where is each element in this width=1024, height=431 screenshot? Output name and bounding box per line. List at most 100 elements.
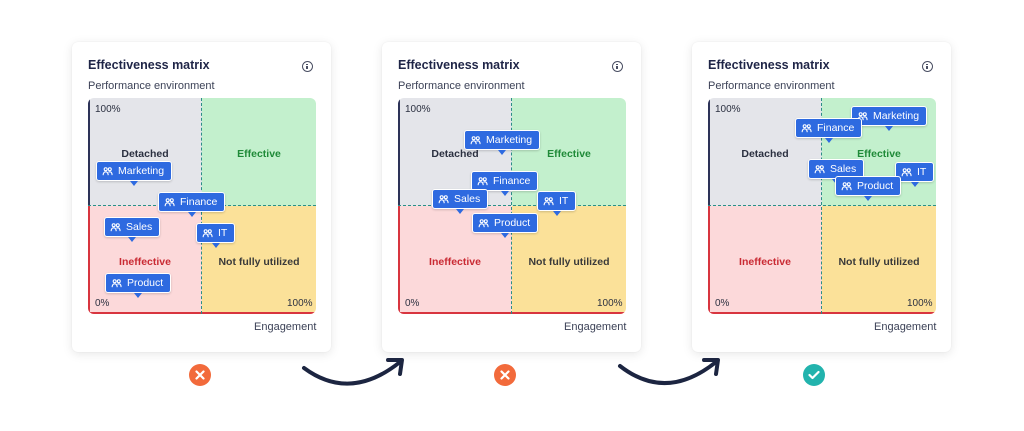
card-title: Effectiveness matrix [398,58,520,72]
tag-label: IT [218,227,228,239]
y-tick-max: 100% [715,104,741,115]
quadrant-not-fully-utilized [822,206,936,314]
curved-arrow-icon [302,358,404,386]
quadrant-detached [88,98,202,206]
card-title: Effectiveness matrix [88,58,210,72]
info-icon[interactable] [922,61,933,72]
status-correct [803,364,825,386]
y-tick-max: 100% [405,104,431,115]
team-icon [110,222,121,231]
team-tag-sales[interactable]: Sales [104,217,161,242]
tag-label: Marketing [486,134,533,146]
tag-label: Finance [180,196,218,208]
tag-label: Sales [454,193,481,205]
x-axis [708,312,936,314]
close-icon [500,370,510,380]
status-incorrect [189,364,211,386]
x-axis [88,312,316,314]
matrix-card-2: Effectiveness matrix Performance environ… [382,42,641,352]
y-axis-lower [708,206,710,314]
team-tag-sales[interactable]: Sales [432,189,489,214]
quadrant-label-effective: Effective [857,148,901,160]
quadrant-detached [708,98,822,206]
divider-horizontal [708,205,936,206]
team-tag-marketing[interactable]: Marketing [464,130,541,155]
team-icon [102,166,113,175]
tag-label: Sales [126,221,153,233]
team-tag-product[interactable]: Product [835,176,902,201]
team-icon [477,176,488,185]
team-tag-finance[interactable]: Finance [158,192,226,217]
y-axis-label: Performance environment [88,80,215,92]
team-tag-product[interactable]: Product [105,273,172,298]
quadrant-label-ineffective: Ineffective [429,256,481,268]
tag-label: Finance [817,122,855,134]
quadrant-label-not-fully-utilized: Not fully utilized [528,256,610,268]
quadrant-label-detached: Detached [431,148,479,160]
x-axis-label: Engagement [564,321,627,333]
y-axis-label: Performance environment [708,80,835,92]
team-icon [841,181,852,190]
origin-tick: 0% [95,298,110,309]
team-tag-marketing[interactable]: Marketing [851,106,928,131]
y-axis [398,98,400,206]
card-title: Effectiveness matrix [708,58,830,72]
tag-label: Marketing [118,165,165,177]
tag-label: Product [857,180,894,192]
info-icon[interactable] [302,61,313,72]
tag-label: Product [127,277,164,289]
quadrant-label-ineffective: Ineffective [739,256,791,268]
quadrant-label-not-fully-utilized: Not fully utilized [218,256,300,268]
team-tag-finance[interactable]: Finance [795,118,863,143]
info-icon[interactable] [612,61,623,72]
x-tick-max: 100% [597,298,623,309]
team-tag-marketing[interactable]: Marketing [96,161,173,186]
x-tick-max: 100% [287,298,313,309]
y-axis-label: Performance environment [398,80,525,92]
team-tag-product[interactable]: Product [472,213,539,238]
close-icon [195,370,205,380]
tag-label: Product [494,217,531,229]
tag-label: Sales [830,163,857,175]
team-icon [164,197,175,206]
tag-label: IT [917,166,927,178]
effectiveness-matrix: Detached Effective Ineffective Not fully… [88,98,316,314]
team-icon [801,123,812,132]
y-axis [708,98,710,206]
x-axis-label: Engagement [874,321,937,333]
tag-label: Finance [493,175,531,187]
team-icon [901,167,912,176]
x-axis [398,312,626,314]
tag-label: Marketing [873,110,920,122]
quadrant-label-effective: Effective [237,148,281,160]
team-tag-finance[interactable]: Finance [471,171,539,196]
quadrant-label-ineffective: Ineffective [119,256,171,268]
divider-horizontal [398,205,626,206]
team-icon [202,228,213,237]
y-axis [88,98,90,206]
y-axis-lower [88,206,90,314]
matrix-card-1: Effectiveness matrix Performance environ… [72,42,331,352]
team-tag-it[interactable]: IT [895,162,935,187]
divider-vertical [821,98,822,314]
team-icon [470,135,481,144]
team-tag-it[interactable]: IT [537,191,577,216]
status-incorrect [494,364,516,386]
y-axis-lower [398,206,400,314]
quadrant-label-effective: Effective [547,148,591,160]
quadrant-label-detached: Detached [121,148,169,160]
team-tag-it[interactable]: IT [196,223,236,248]
team-icon [814,164,825,173]
y-tick-max: 100% [95,104,121,115]
check-icon [808,370,820,380]
divider-vertical [511,98,512,314]
team-icon [478,218,489,227]
origin-tick: 0% [405,298,420,309]
x-axis-label: Engagement [254,321,317,333]
quadrant-label-not-fully-utilized: Not fully utilized [838,256,920,268]
quadrant-label-detached: Detached [741,148,789,160]
team-icon [438,194,449,203]
tag-label: IT [559,195,569,207]
effectiveness-matrix: Detached Effective Ineffective Not fully… [398,98,626,314]
quadrant-ineffective [708,206,822,314]
